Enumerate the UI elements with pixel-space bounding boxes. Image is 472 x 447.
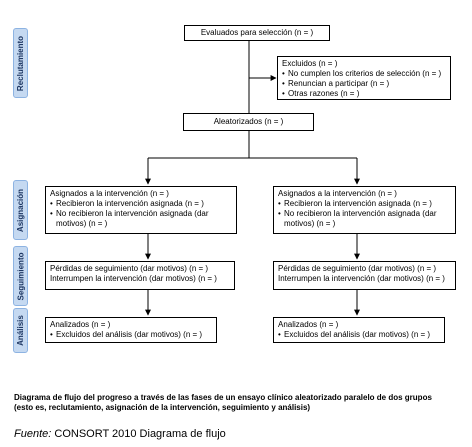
arm2-analysis-box: Analizados (n = ) Excluidos del análisis… — [273, 317, 445, 343]
excluded-box: Excluidos (n = ) No cumplen los criterio… — [277, 56, 451, 100]
allocation-item: Recibieron la intervención asignada (n =… — [278, 199, 451, 209]
excluded-item: Renuncian a participar (n = ) — [282, 79, 446, 89]
allocation-item: Recibieron la intervención asignada (n =… — [50, 199, 232, 209]
caption-line-1: Diagrama de flujo del progreso a través … — [14, 393, 432, 402]
phase-label-recruitment: Reclutamiento — [13, 28, 28, 98]
arm1-followup-box: Pérdidas de seguimiento (dar motivos) (n… — [45, 261, 235, 290]
allocation-list: Recibieron la intervención asignada (n =… — [50, 199, 232, 229]
followup-line: Interrumpen la intervención (dar motivos… — [50, 274, 217, 283]
arm2-allocation-box: Asignados a la intervención (n = ) Recib… — [273, 186, 456, 234]
assessed-box: Evaluados para selección (n = ) — [184, 25, 330, 41]
analysis-item: Excluidos del análisis (dar motivos) (n … — [278, 330, 440, 340]
excluded-item: Otras razones (n = ) — [282, 89, 446, 99]
analysis-item: Excluidos del análisis (dar motivos) (n … — [50, 330, 212, 340]
allocation-item: No recibieron la intervención asignada (… — [278, 209, 451, 229]
phase-label-allocation: Asignación — [13, 180, 28, 240]
excluded-list: No cumplen los criterios de selección (n… — [282, 69, 446, 99]
followup-line: Pérdidas de seguimiento (dar motivos) (n… — [278, 264, 437, 273]
analysis-title: Analizados (n = ) — [50, 320, 111, 329]
caption-line-2: (esto es, reclutamiento, asignación de l… — [14, 403, 311, 412]
source-label: Fuente: — [14, 428, 52, 440]
phase-label-followup: Seguimiento — [13, 246, 28, 306]
arm2-followup-box: Pérdidas de seguimiento (dar motivos) (n… — [273, 261, 456, 290]
allocation-title: Asignados a la intervención (n = ) — [50, 189, 169, 198]
allocation-list: Recibieron la intervención asignada (n =… — [278, 199, 451, 229]
analysis-list: Excluidos del análisis (dar motivos) (n … — [50, 330, 212, 340]
arm1-allocation-box: Asignados a la intervención (n = ) Recib… — [45, 186, 237, 234]
source-text: CONSORT 2010 Diagrama de flujo — [51, 428, 226, 440]
allocation-item: No recibieron la intervención asignada (… — [50, 209, 232, 229]
allocation-title: Asignados a la intervención (n = ) — [278, 189, 397, 198]
excluded-item: No cumplen los criterios de selección (n… — [282, 69, 446, 79]
followup-line: Interrumpen la intervención (dar motivos… — [278, 274, 445, 283]
source-note: Fuente: CONSORT 2010 Diagrama de flujo — [14, 428, 226, 441]
randomized-box: Aleatorizados (n = ) — [183, 113, 314, 131]
analysis-title: Analizados (n = ) — [278, 320, 339, 329]
figure-caption: Diagrama de flujo del progreso a través … — [14, 393, 464, 413]
followup-line: Pérdidas de seguimiento (dar motivos) (n… — [50, 264, 209, 273]
analysis-list: Excluidos del análisis (dar motivos) (n … — [278, 330, 440, 340]
phase-label-analysis: Análisis — [13, 308, 28, 353]
arm1-analysis-box: Analizados (n = ) Excluidos del análisis… — [45, 317, 217, 343]
excluded-title: Excluidos (n = ) — [282, 59, 338, 68]
